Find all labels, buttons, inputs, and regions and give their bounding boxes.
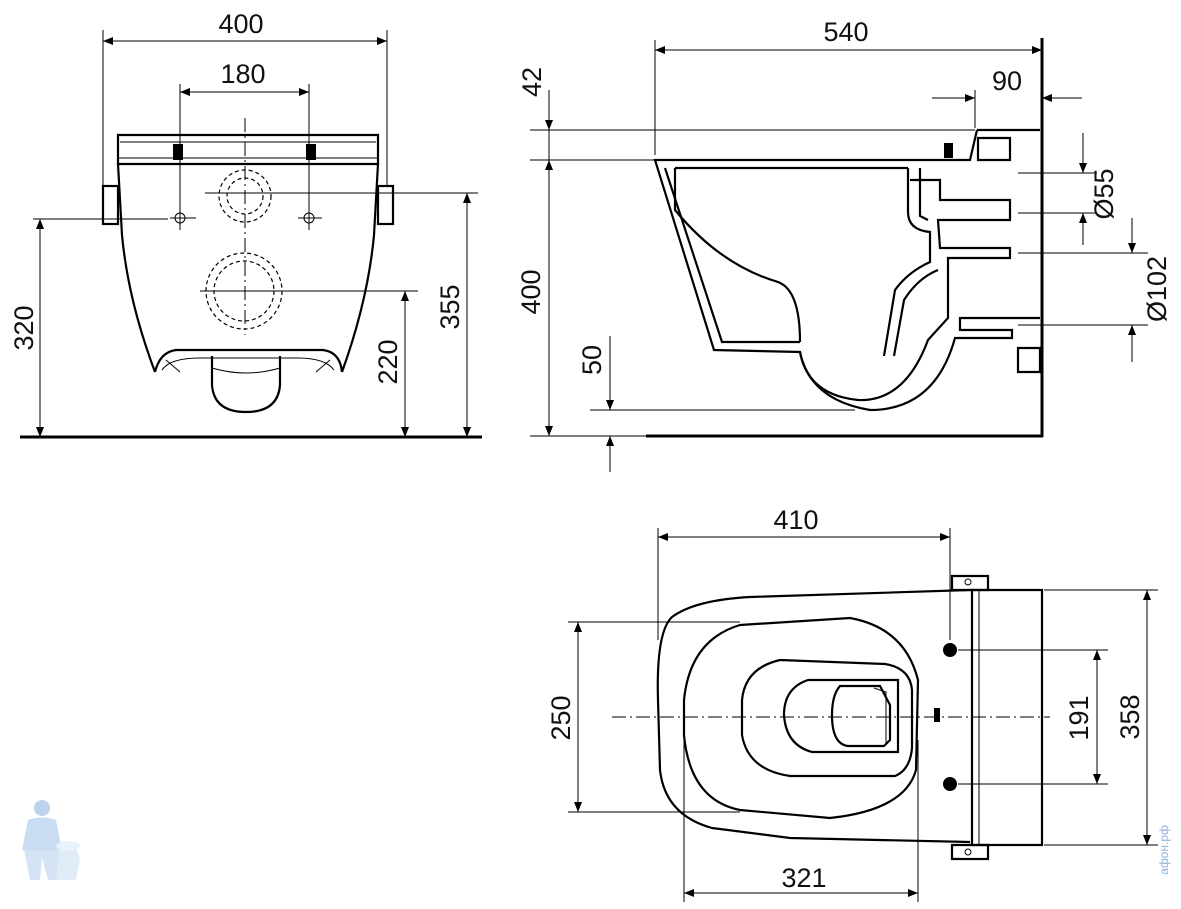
top-dim-total-width: 358: [1044, 589, 1158, 846]
top-body-outline: [656, 574, 1044, 861]
front-dim-height-outlet-label: 220: [373, 339, 403, 384]
front-view: 400 180 320 355 220: [9, 9, 482, 439]
front-inlet-hidden: [218, 169, 272, 223]
side-body-outline: [653, 128, 1042, 412]
front-dim-width-label: 400: [218, 9, 263, 39]
watermark-plumber-logo: [22, 800, 80, 880]
top-dim-bowl-length-label: 321: [781, 863, 826, 893]
side-dim-depth: 540: [654, 17, 1042, 155]
side-dim-top-offset: 42: [517, 67, 975, 161]
front-dim-bolt-spacing: 180: [179, 59, 310, 208]
front-body-outline: [101, 133, 395, 414]
side-view: 540 90 42 400 50: [516, 17, 1172, 472]
front-fixing-hole-right: [303, 212, 315, 224]
top-dim-bowl-width: 250: [546, 621, 740, 813]
side-dim-floor-gap: 50: [577, 336, 855, 472]
front-dim-height-top: 355: [435, 193, 471, 437]
side-dim-height: 400: [516, 160, 646, 437]
watermark: афон.рф: [22, 800, 1171, 880]
front-dim-width: 400: [102, 9, 388, 186]
top-dim-length-label: 410: [773, 505, 818, 535]
side-dim-top-offset-label: 42: [517, 67, 547, 97]
front-dim-height-rim-label: 320: [9, 305, 39, 350]
side-dim-depth-label: 540: [823, 17, 868, 47]
front-fixing-hole-left: [174, 212, 186, 224]
front-dim-height-outlet: 220: [373, 291, 409, 437]
front-dim-height-top-label: 355: [435, 284, 465, 329]
side-dim-inlet-diameter: Ø55: [1018, 133, 1119, 245]
side-dim-inlet-diameter-label: Ø55: [1089, 168, 1119, 219]
side-dim-height-label: 400: [516, 269, 546, 314]
top-view: 410 250 321 191 358: [546, 505, 1158, 902]
top-dim-bolt-spacing-label: 191: [1064, 695, 1094, 740]
top-dim-bowl-width-label: 250: [546, 695, 576, 740]
front-dim-height-rim: 320: [9, 218, 168, 437]
top-dim-bolt-spacing: 191: [958, 649, 1108, 785]
side-dim-floor-gap-label: 50: [577, 345, 607, 375]
front-dim-bolt-spacing-label: 180: [220, 59, 265, 89]
top-dim-bowl-length: 321: [683, 740, 919, 902]
side-dim-outlet-diameter-label: Ø102: [1142, 256, 1172, 322]
top-dim-length: 410: [657, 505, 951, 640]
side-dim-inlet-offset: 90: [932, 66, 1082, 128]
side-dim-outlet-diameter: Ø102: [1018, 218, 1172, 362]
top-dim-total-width-label: 358: [1115, 694, 1145, 739]
side-dim-inlet-offset-label: 90: [992, 66, 1022, 96]
watermark-text: афон.рф: [1157, 825, 1171, 875]
